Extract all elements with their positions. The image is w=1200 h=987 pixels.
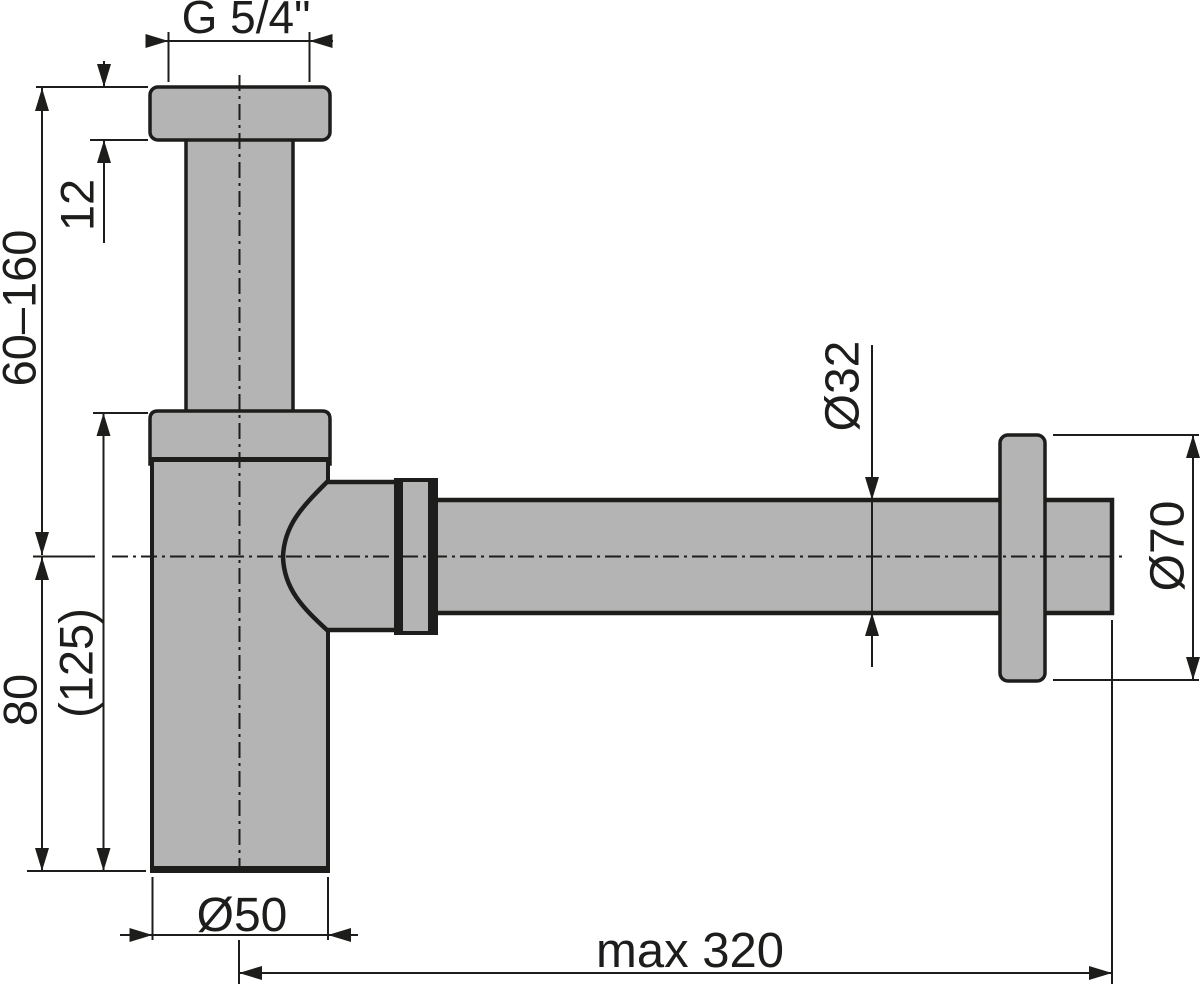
label-inlet-range: 60–160 xyxy=(0,230,46,387)
label-body-height: 80 xyxy=(0,674,47,726)
label-thread: G 5/4" xyxy=(182,0,311,43)
label-body-diameter: Ø50 xyxy=(197,889,288,942)
trap-body-shapes xyxy=(148,85,1115,873)
wall-rosette xyxy=(998,433,1047,683)
label-outlet-diameter: Ø32 xyxy=(817,341,870,432)
label-rosette-diameter: Ø70 xyxy=(1142,501,1195,592)
label-overall-height: (125) xyxy=(50,608,103,718)
center-lines xyxy=(112,75,1122,868)
dimension-lines xyxy=(27,32,1199,984)
cone-connector xyxy=(280,479,400,633)
dimension-arrows xyxy=(35,34,1200,980)
label-flange-height: 12 xyxy=(51,179,104,231)
label-max-reach: max 320 xyxy=(596,924,784,978)
